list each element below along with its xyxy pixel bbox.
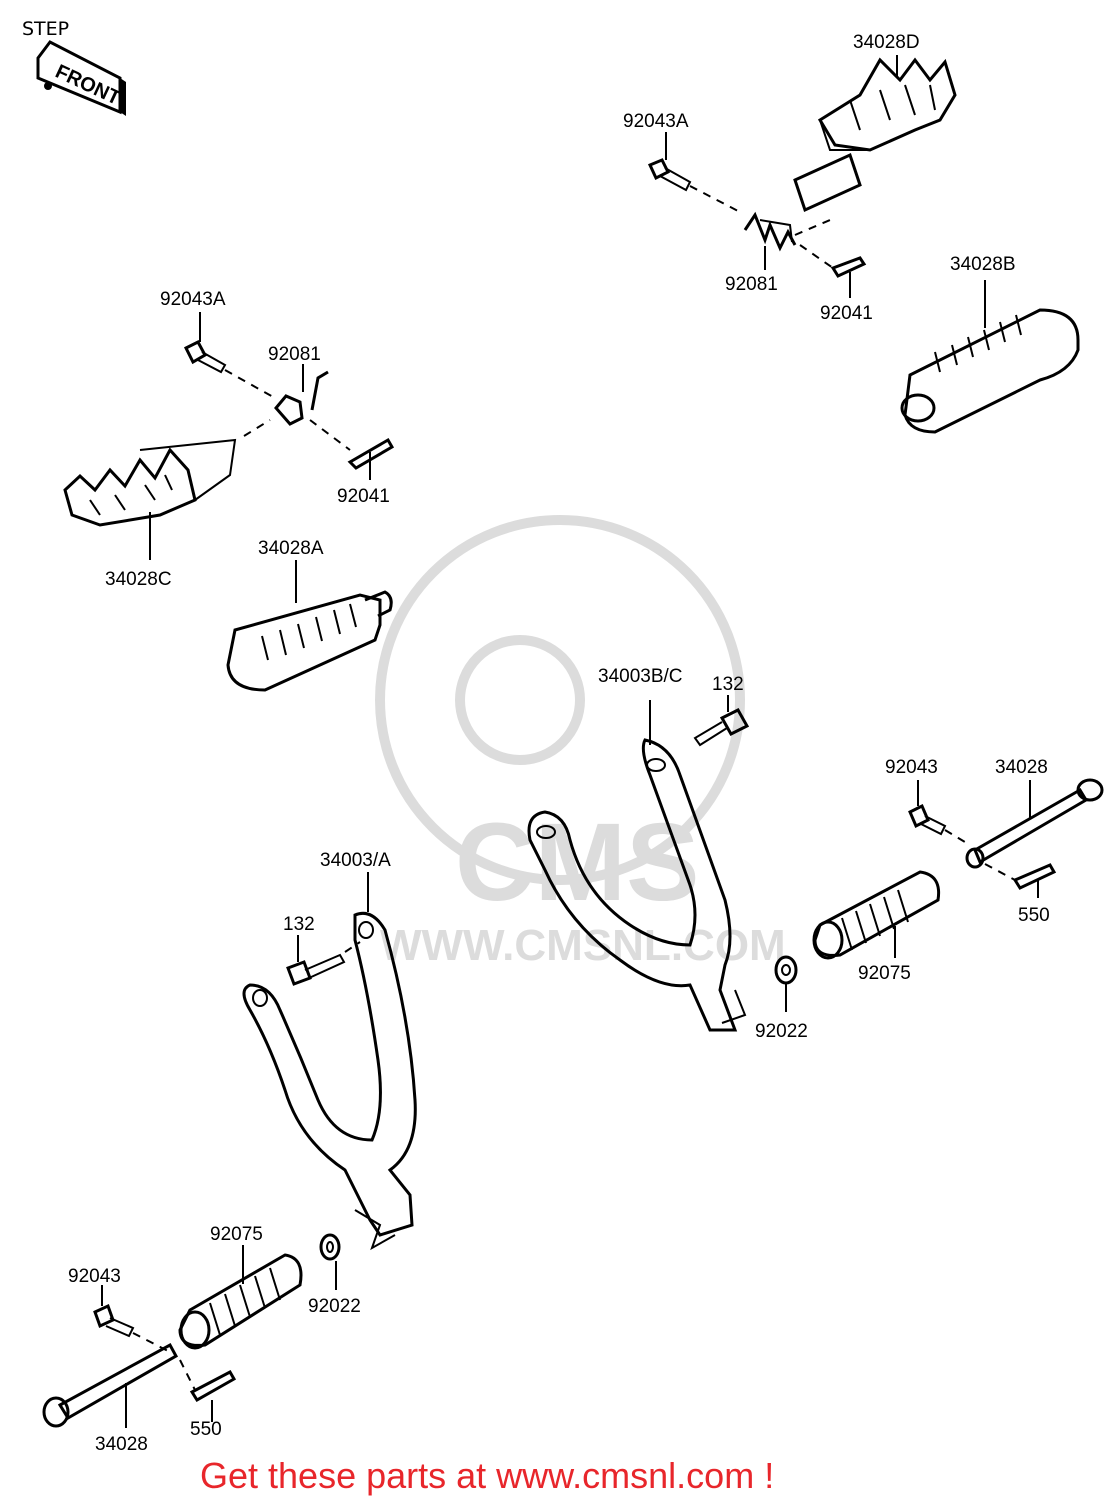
label-92041-top: 92041 bbox=[820, 303, 873, 324]
label-34003bc: 34003B/C bbox=[598, 666, 683, 687]
spring-92081-left bbox=[274, 370, 329, 426]
bracket-34003a-drawing bbox=[242, 911, 417, 1251]
label-132-left: 132 bbox=[283, 914, 315, 935]
spring-92081-top bbox=[743, 211, 797, 252]
label-34028b: 34028B bbox=[950, 254, 1016, 275]
label-92081-left: 92081 bbox=[268, 344, 321, 365]
label-92043-left: 92043 bbox=[68, 1266, 121, 1287]
cotter-pin-92041-left bbox=[347, 437, 395, 470]
label-550-left: 550 bbox=[190, 1419, 222, 1440]
cotter-pin-550-right bbox=[1012, 863, 1057, 890]
footpeg-rubber-34028b-drawing bbox=[900, 308, 1080, 434]
label-34028-right: 34028 bbox=[995, 757, 1048, 778]
spring-92075-right bbox=[812, 870, 941, 960]
label-92043a-top: 92043A bbox=[623, 111, 689, 132]
washer-92022-right bbox=[774, 955, 798, 985]
label-34028d: 34028D bbox=[853, 32, 920, 53]
label-34028c: 34028C bbox=[105, 569, 172, 590]
label-92022-right: 92022 bbox=[755, 1021, 808, 1042]
spring-92075-left bbox=[178, 1253, 303, 1350]
footpeg-34028d-drawing bbox=[793, 57, 957, 213]
front-direction-tag: FRONT bbox=[36, 40, 126, 116]
label-92081-top: 92081 bbox=[725, 274, 778, 295]
label-92075-right: 92075 bbox=[858, 963, 911, 984]
cotter-pin-550-left bbox=[189, 1369, 237, 1403]
label-550-right: 550 bbox=[1018, 905, 1050, 926]
page-title: STEP bbox=[22, 18, 69, 40]
bolt-132-right bbox=[693, 708, 750, 747]
pin-34028-right-drawing bbox=[965, 778, 1104, 869]
cotter-pin-92041-top bbox=[830, 256, 867, 278]
label-34028a: 34028A bbox=[258, 538, 324, 559]
bolt-92043a-left bbox=[183, 340, 227, 374]
pin-34028-left-drawing bbox=[42, 1342, 179, 1428]
label-92075-left: 92075 bbox=[210, 1224, 263, 1245]
label-132-right: 132 bbox=[712, 674, 744, 695]
bolt-92043-left bbox=[93, 1303, 135, 1338]
footpeg-rubber-34028a-drawing bbox=[226, 590, 393, 692]
footer-promo-text: Get these parts at www.cmsnl.com ! bbox=[200, 1455, 774, 1496]
bolt-92043a-top bbox=[647, 158, 692, 192]
label-92043-right: 92043 bbox=[885, 757, 938, 778]
bracket-34003bc-drawing bbox=[527, 738, 747, 1032]
washer-92022-left bbox=[319, 1233, 341, 1261]
label-92043a-left: 92043A bbox=[160, 289, 226, 310]
footpeg-34028c-drawing bbox=[63, 438, 237, 527]
bolt-92043-right bbox=[908, 803, 947, 836]
label-92041-left: 92041 bbox=[337, 486, 390, 507]
label-92022-left: 92022 bbox=[308, 1296, 361, 1317]
bolt-132-left bbox=[286, 953, 346, 986]
label-34003a: 34003/A bbox=[320, 850, 391, 871]
label-34028-left: 34028 bbox=[95, 1434, 148, 1455]
